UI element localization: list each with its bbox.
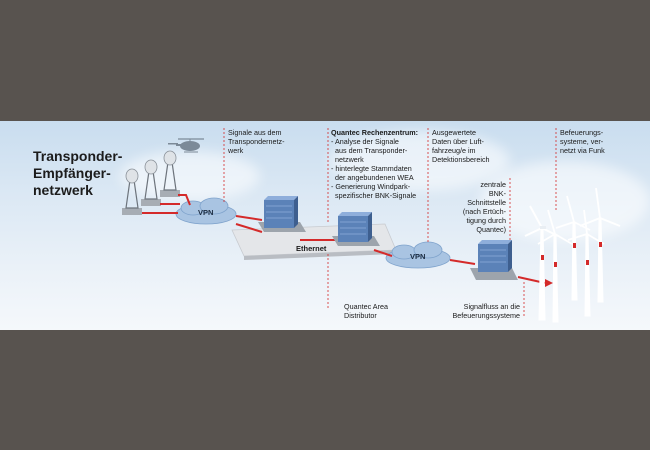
helicopter-icon	[168, 138, 204, 153]
antenna-tower-icon	[160, 150, 180, 197]
server-icon	[332, 212, 380, 246]
antenna-tower-icon	[122, 168, 142, 215]
label-line: Befeuerungssysteme	[452, 311, 520, 320]
signal-arrow	[545, 279, 553, 287]
label-line: tigung durch	[466, 216, 506, 225]
sky-cloud	[330, 131, 510, 191]
label-line: Signale aus dem	[228, 128, 282, 137]
wind-turbine-icon	[537, 209, 573, 323]
wind-turbine-icon	[567, 209, 605, 317]
label-line: fahrzeug/e im	[432, 146, 476, 155]
label-line: Daten über Luft-	[432, 137, 484, 146]
ethernet-label: Ethernet	[296, 244, 327, 253]
title-line: Transponder-	[33, 148, 123, 164]
label-line: - hinterlegte Stammdaten	[331, 164, 412, 173]
label-line: (nach Ertüch-	[462, 207, 506, 216]
label-line: Ausgewertete	[432, 128, 476, 137]
sky-cloud	[480, 161, 650, 241]
vpn-label: VPN	[410, 252, 426, 261]
vpn-cloud-right	[385, 241, 451, 269]
title-line: netzwerk	[33, 182, 93, 198]
label-line: - Generierung Windpark-	[331, 182, 411, 191]
label-line: BNK-	[488, 189, 506, 198]
label-line: aus dem Transponder-	[331, 146, 408, 155]
sky-cloud	[120, 151, 260, 201]
label-signalfluss: Signalfluss an die Befeuerungssysteme	[446, 302, 520, 320]
server-icon	[258, 196, 306, 232]
label-line: Quantec Area	[344, 302, 388, 311]
wind-turbine-icon	[555, 195, 591, 301]
label-line: Transpondernetz-	[228, 137, 285, 146]
label-heading: Quantec Rechenzentrum:	[331, 128, 419, 137]
title-line: Empfänger-	[33, 165, 111, 181]
label-line: werk	[228, 146, 244, 155]
label-rechenzentrum: Quantec Rechenzentrum: - Analyse der Sig…	[331, 128, 418, 200]
vpn-label: VPN	[198, 208, 214, 217]
label-line: Quantec)	[476, 225, 506, 234]
callout-lines	[223, 128, 557, 318]
label-ausgewertete: Ausgewertete Daten über Luft- fahrzeug/e…	[432, 128, 490, 164]
label-zentrale: zentrale BNK- Schnittstelle (nach Ertüch…	[456, 180, 506, 234]
label-line: - Analyse der Signale	[331, 137, 399, 146]
label-signale: Signale aus dem Transpondernetz- werk	[228, 128, 284, 155]
label-line: der angebundenen WEA	[331, 173, 414, 182]
label-befeuerung: Befeuerungs- systeme, ver- netzt via Fun…	[560, 128, 605, 155]
wind-turbine-icon	[579, 187, 621, 303]
server-icon	[470, 240, 518, 280]
vpn-cloud-left	[175, 197, 237, 225]
label-line: Signalfluss an die	[463, 302, 520, 311]
ethernet-platform-edge	[244, 250, 396, 260]
label-line: Detektionsbereich	[432, 155, 490, 164]
label-line: Distributor	[344, 311, 377, 320]
label-line: Schnittstelle	[467, 198, 506, 207]
wind-turbine-icon	[524, 205, 559, 321]
label-line: systeme, ver-	[560, 137, 604, 146]
label-line: Befeuerungs-	[560, 128, 604, 137]
antenna-tower-icon	[141, 159, 161, 206]
label-line: netzt via Funk	[560, 146, 605, 155]
label-distributor: Quantec Area Distributor	[344, 302, 388, 320]
label-line: netzwerk	[331, 155, 364, 164]
label-line: spezifischer BNK-Signale	[331, 191, 417, 200]
page-title: Transponder- Empfänger- netzwerk	[33, 148, 122, 199]
label-line: zentrale	[480, 180, 506, 189]
